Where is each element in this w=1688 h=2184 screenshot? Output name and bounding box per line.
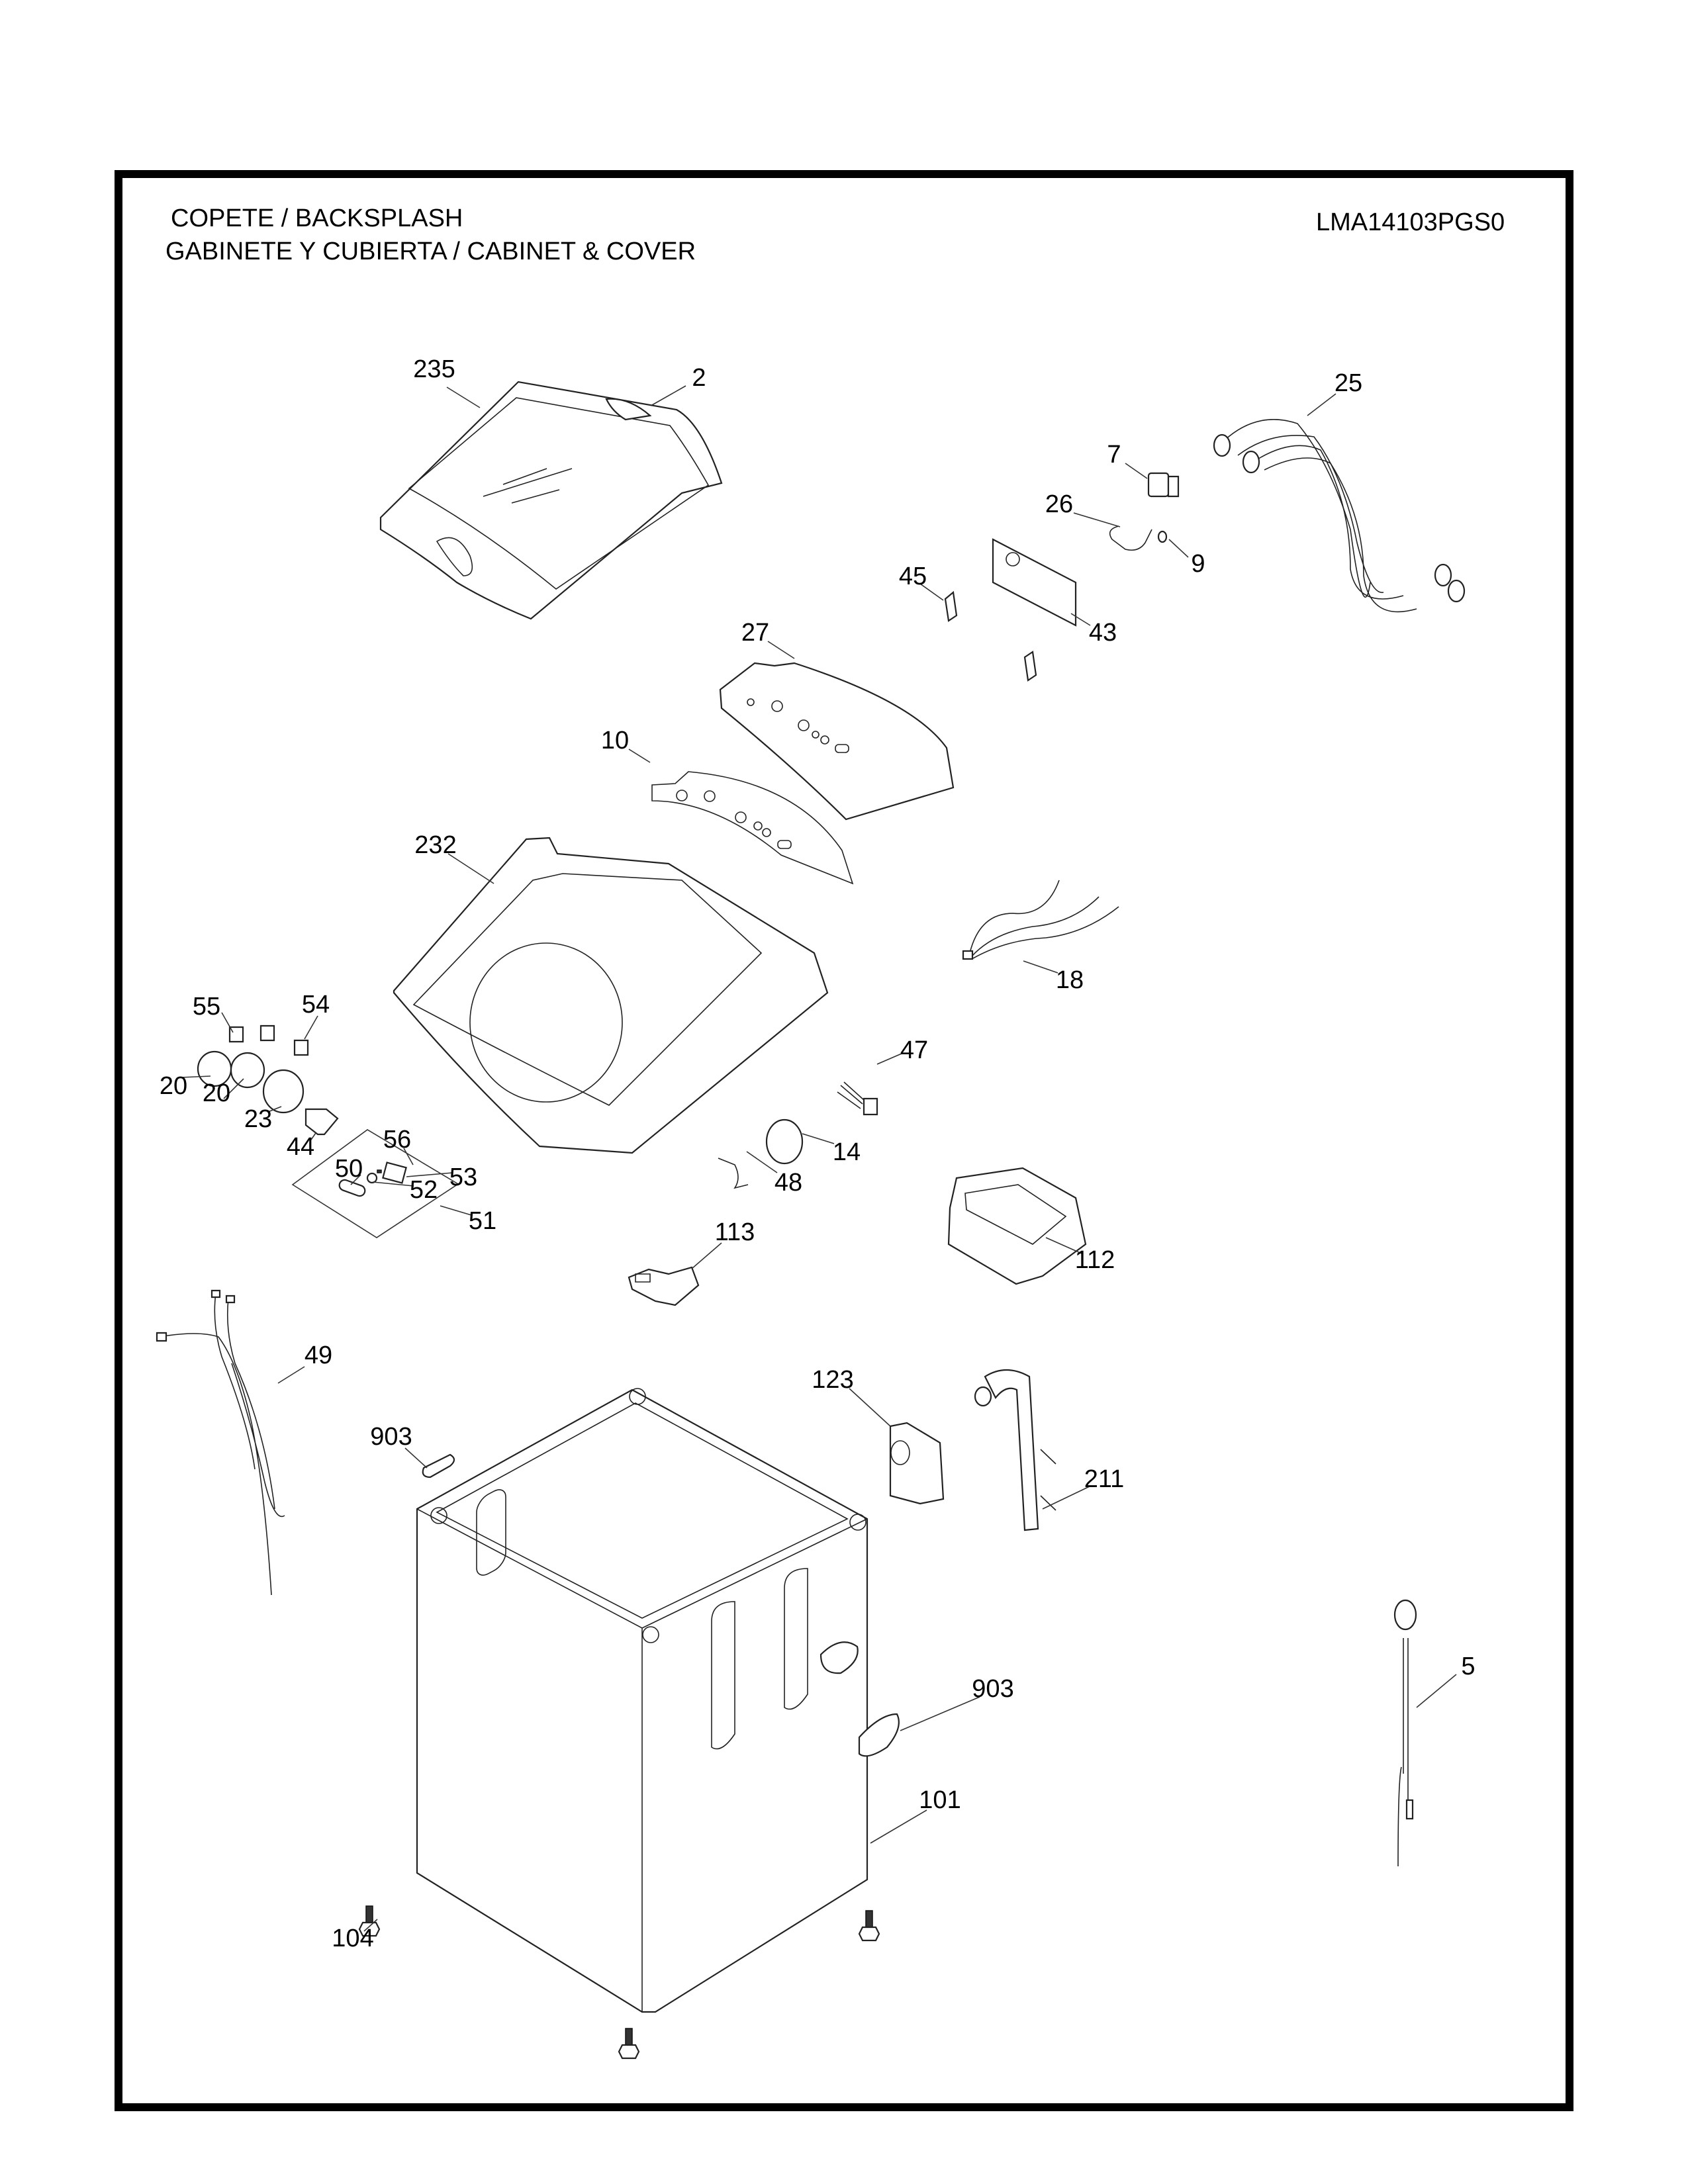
title-cabinet-cover: GABINETE Y CUBIERTA / CABINET & COVER <box>165 238 696 265</box>
leader-lines <box>181 386 1456 1931</box>
title-backsplash: COPETE / BACKSPLASH <box>171 205 463 232</box>
callout-232: 232 <box>414 831 457 859</box>
callout-49: 49 <box>304 1342 333 1369</box>
callout-20a: 20 <box>159 1072 188 1100</box>
handle-insert-side-drawing <box>859 1714 899 1756</box>
callout-55: 55 <box>192 993 221 1021</box>
cabinet-drawing <box>417 1388 867 2012</box>
drain-hose-drawing <box>975 1370 1056 1530</box>
callout-10: 10 <box>600 727 630 754</box>
callout-903a: 903 <box>370 1423 412 1451</box>
callout-123: 123 <box>812 1366 854 1394</box>
callout-7: 7 <box>1107 441 1121 469</box>
callout-104: 104 <box>332 1925 374 1952</box>
callout-26: 26 <box>1045 490 1074 518</box>
callout-45: 45 <box>898 563 927 590</box>
callout-112: 112 <box>1074 1246 1115 1274</box>
inlet-hoses-drawing <box>1214 420 1464 612</box>
top-cover-drawing <box>394 838 827 1153</box>
callout-56: 56 <box>383 1126 412 1154</box>
lid-lock-drawing <box>629 1267 698 1305</box>
callout-18: 18 <box>1055 966 1084 994</box>
callout-44: 44 <box>286 1133 315 1161</box>
callout-113: 113 <box>714 1218 755 1246</box>
pressure-switch-drawing <box>718 1082 877 1188</box>
lid-assembly-drawing <box>381 382 722 619</box>
callout-14: 14 <box>832 1138 861 1166</box>
leveling-legs-drawing <box>359 1906 879 2058</box>
callout-235: 235 <box>413 355 455 383</box>
callout-51: 51 <box>468 1207 497 1235</box>
callout-5: 5 <box>1461 1653 1476 1680</box>
callout-43: 43 <box>1088 619 1117 647</box>
dispenser-drawing <box>949 1168 1086 1284</box>
diagram-frame <box>115 170 1573 2111</box>
wire-harness-18-drawing <box>963 880 1119 959</box>
inlet-valve-drawing <box>1110 473 1178 550</box>
main-harness-drawing <box>157 1291 285 1595</box>
callout-211: 211 <box>1084 1465 1125 1493</box>
callout-23: 23 <box>244 1105 273 1133</box>
callout-2: 2 <box>692 364 706 392</box>
control-board-drawing <box>945 539 1076 680</box>
callout-27: 27 <box>741 619 770 647</box>
callout-47: 47 <box>900 1036 929 1064</box>
power-cord-drawing <box>1395 1600 1416 1866</box>
callout-50: 50 <box>334 1155 363 1183</box>
drain-connector-drawing <box>890 1423 943 1504</box>
callout-903b: 903 <box>972 1675 1014 1703</box>
callout-53: 53 <box>449 1163 478 1191</box>
callout-54: 54 <box>301 991 330 1019</box>
switches-knobs-drawing <box>198 1026 338 1134</box>
overlay-drawing <box>652 772 853 884</box>
callout-52: 52 <box>409 1176 438 1204</box>
callout-48: 48 <box>774 1169 803 1197</box>
callout-20b: 20 <box>202 1079 231 1107</box>
callout-25: 25 <box>1334 369 1363 397</box>
callout-9: 9 <box>1191 550 1205 578</box>
backsplash-console-drawing <box>720 663 953 819</box>
callout-101: 101 <box>919 1786 961 1814</box>
button-kit-drawing <box>293 1130 458 1238</box>
handle-insert-top-drawing <box>423 1455 454 1477</box>
model-number: LMA14103PGS0 <box>1316 208 1505 236</box>
